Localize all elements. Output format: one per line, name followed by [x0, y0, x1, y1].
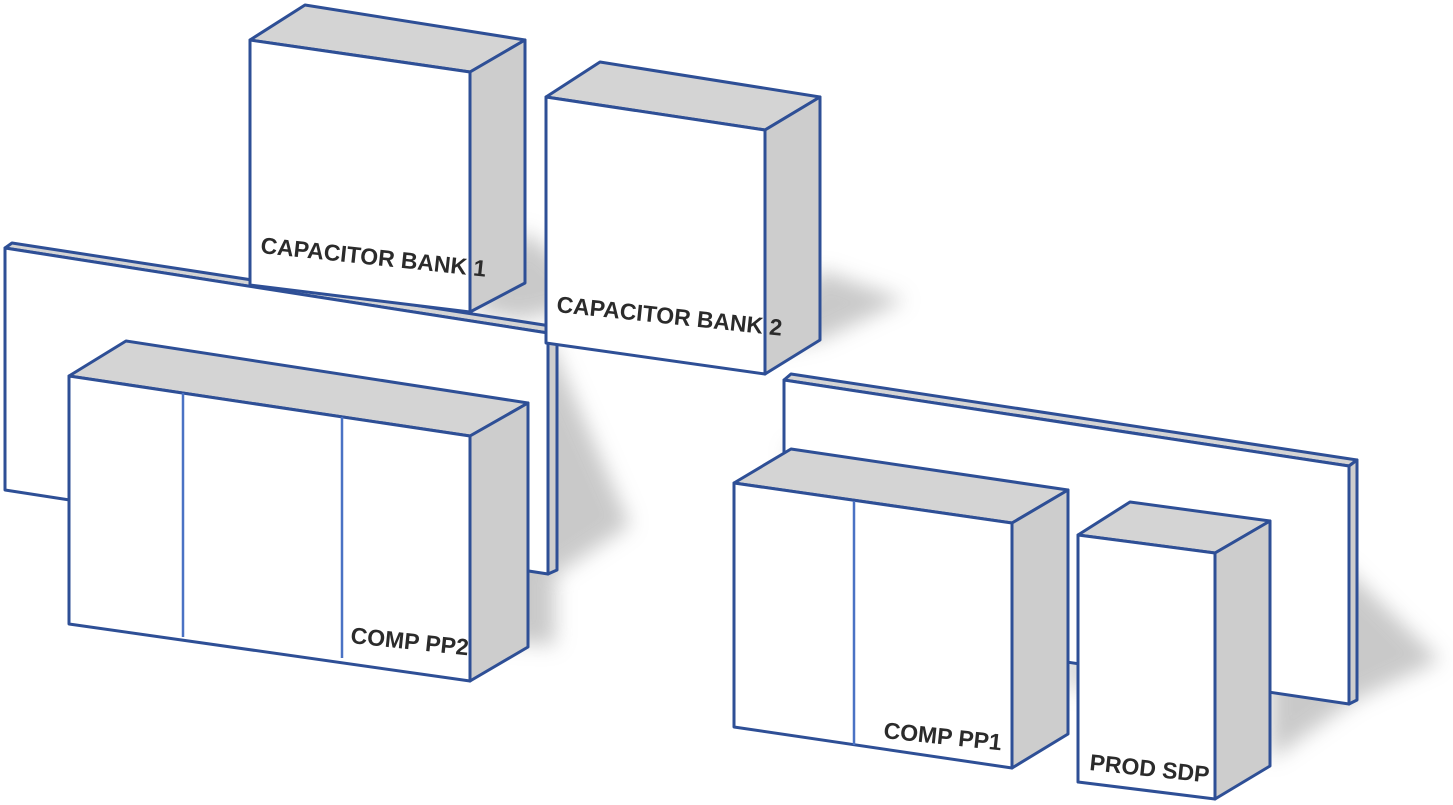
capacitor-bank-2: CAPACITOR BANK 2: [544, 60, 822, 376]
capacitor-bank-1: CAPACITOR BANK 1: [248, 3, 527, 314]
prod-sdp: PROD SDP: [1076, 500, 1272, 801]
comp-pp1: COMP PP1: [732, 447, 1070, 770]
comp-pp2: COMP PP2: [67, 339, 530, 683]
